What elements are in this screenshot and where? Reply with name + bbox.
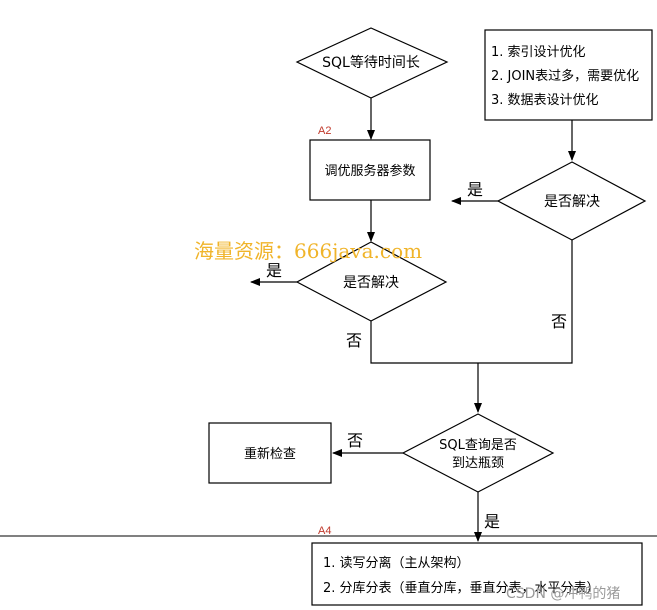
note-bottom-2: 2. 分库分表（垂直分库，垂直分表，水平分表）: [323, 580, 600, 596]
note-top-3: 3. 数据表设计优化: [491, 93, 599, 108]
csdn-watermark: CSDN @冲鸭的猪: [506, 586, 620, 602]
bottleneck-no-label: 否: [347, 431, 363, 450]
a4-label: A4: [318, 525, 331, 537]
recheck-box: 重新检查: [208, 422, 332, 484]
a2-label: A2: [318, 125, 331, 137]
decision-left-label: 是否解决: [343, 275, 399, 291]
notes-box-bottom: 1. 读写分离（主从架构） 2. 分库分表（垂直分库，垂直分表，水平分表）: [311, 542, 643, 606]
note-top-2: 2. JOIN表过多，需要优化: [491, 68, 639, 84]
right-no-label: 否: [551, 312, 567, 331]
note-bottom-1: 1. 读写分离（主从架构）: [323, 555, 470, 571]
watermark-text: 海量资源：666java.com: [194, 239, 422, 263]
path-left-no: [370, 321, 478, 364]
sql-wait-label: SQL等待时间长: [322, 54, 420, 71]
tune-params-label: 调优服务器参数: [324, 163, 415, 179]
recheck-label: 重新检查: [244, 446, 296, 462]
right-yes-label: 是: [467, 180, 483, 199]
decision-right-label: 是否解决: [544, 194, 600, 210]
bottleneck-label-line1: SQL查询是否: [439, 438, 517, 453]
start-diamond-sql-wait: SQL等待时间长: [295, 27, 449, 99]
notes-box-top: 1. 索引设计优化 2. JOIN表过多，需要优化 3. 数据表设计优化: [484, 29, 653, 121]
note-top-1: 1. 索引设计优化: [491, 45, 586, 60]
tune-params-box: 调优服务器参数: [309, 139, 431, 201]
path-right-no: [478, 240, 573, 364]
decision-diamond-left: 是否解决: [295, 241, 448, 322]
decision-diamond-bottleneck: SQL查询是否 到达瓶颈: [401, 413, 555, 493]
left-no-label: 否: [346, 331, 362, 350]
bottleneck-yes-label: 是: [484, 512, 500, 531]
left-yes-label: 是: [266, 261, 282, 280]
decision-diamond-right: 是否解决: [496, 161, 647, 241]
bottleneck-label-line2: 到达瓶颈: [452, 456, 504, 471]
